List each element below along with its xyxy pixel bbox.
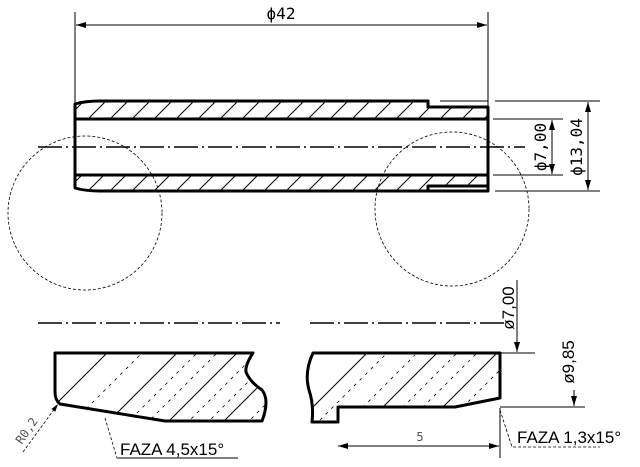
right-detail-outline <box>305 351 502 424</box>
outer-diameter-label: ϕ13,04 <box>567 118 586 176</box>
step-length-label: 5 <box>416 430 423 444</box>
chamfer-right-leader <box>499 409 600 448</box>
radius-label: R0,2 <box>13 415 41 447</box>
bottom-wall-hatch <box>75 175 488 191</box>
left-detail-outline <box>53 351 268 423</box>
chamfer-left-label: FAZA 4,5x15° <box>120 440 224 459</box>
detail-inner-diameter-label: ø7,00 <box>499 286 518 329</box>
right-detail-hatch <box>307 353 500 422</box>
left-detail-hatch <box>55 353 266 421</box>
chamfer-right-label: FAZA 1,3x15° <box>517 428 621 447</box>
detail-circle-left <box>7 135 163 291</box>
top-wall-hatch <box>75 101 488 119</box>
detail-views: ø7,00 ø9,85 5 FAZA 1,3x15° FAZA 4,5x15° … <box>13 280 621 459</box>
top-section-view: ϕ42 ϕ7,00 ϕ13,04 <box>7 4 600 291</box>
detail-circle-right <box>374 131 530 287</box>
detail-outer-diameter-label: ø9,85 <box>559 340 578 383</box>
inner-diameter-label: ϕ7,00 <box>531 123 550 171</box>
length-dimension-label: ϕ42 <box>267 4 296 23</box>
